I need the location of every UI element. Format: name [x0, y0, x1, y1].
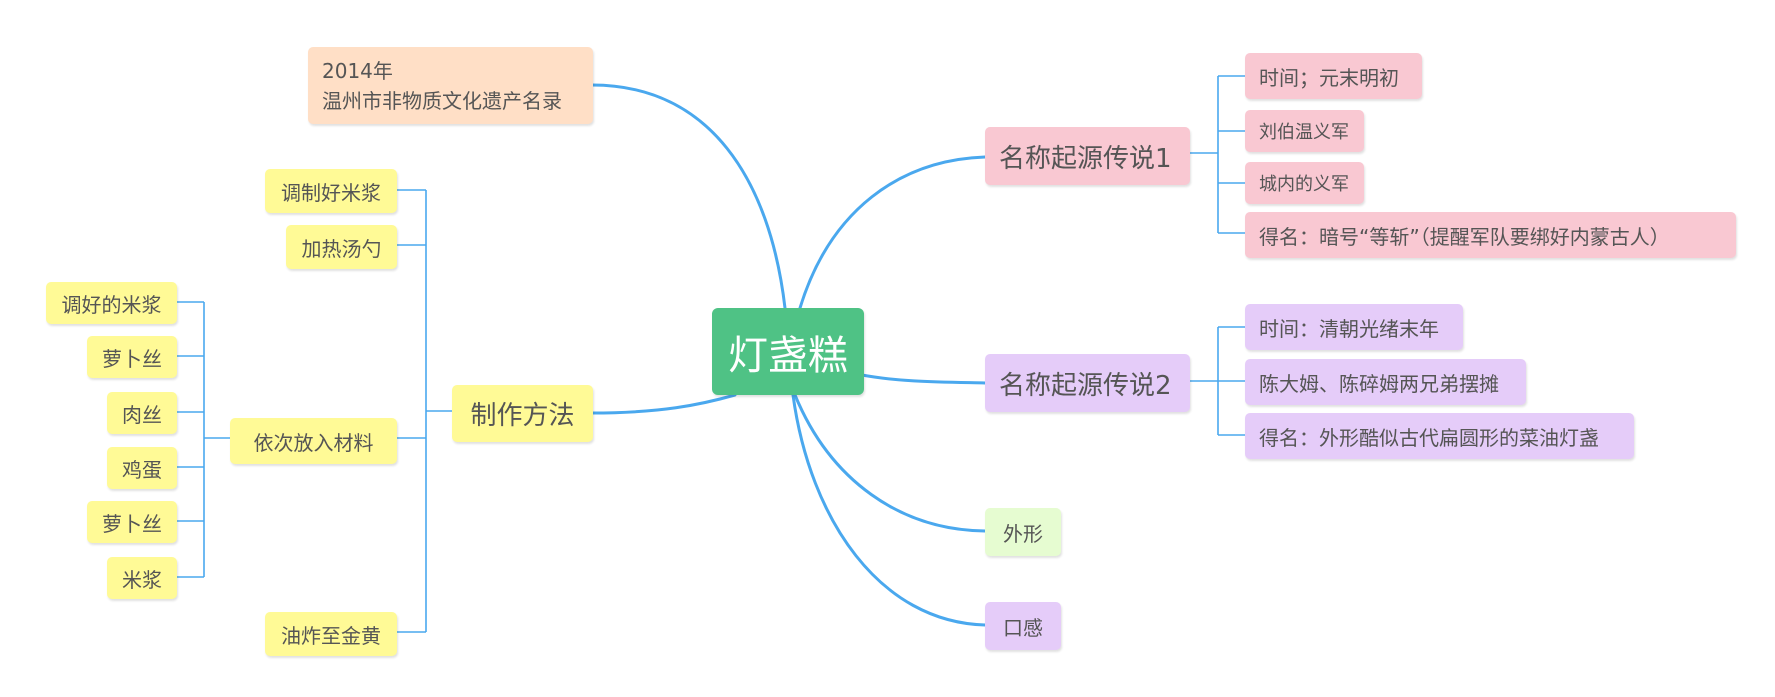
material-rice[interactable]: 米浆: [107, 557, 177, 599]
bracket-method: [397, 189, 452, 633]
link-legend2: [860, 373, 987, 385]
topic-shape[interactable]: 外形: [985, 508, 1061, 556]
material-rice-batter[interactable]: 调好的米浆: [46, 282, 177, 324]
topic-legend2[interactable]: 名称起源传说2: [985, 354, 1190, 412]
material-egg[interactable]: 鸡蛋: [107, 447, 177, 489]
bracket-legend2: [1190, 326, 1245, 436]
legend1-item-army[interactable]: 刘伯温义军: [1245, 110, 1364, 152]
legend2-item-time[interactable]: 时间：清朝光绪末年: [1245, 304, 1463, 350]
method-step-add[interactable]: 依次放入材料: [230, 418, 397, 464]
topic-legend1[interactable]: 名称起源传说1: [985, 127, 1190, 185]
topic-method[interactable]: 制作方法: [452, 385, 593, 442]
legend1-item-time[interactable]: 时间；元末明初: [1245, 53, 1422, 99]
topic-taste[interactable]: 口感: [985, 602, 1061, 650]
heritage-list: 温州市非物质文化遗产名录: [322, 88, 562, 113]
legend2-item-brothers[interactable]: 陈大姆、陈碎姆两兄弟摆摊: [1245, 359, 1526, 405]
material-radish-1[interactable]: 萝卜丝: [87, 336, 177, 378]
material-pork[interactable]: 肉丝: [107, 392, 177, 434]
method-step-mix[interactable]: 调制好米浆: [265, 169, 397, 213]
link-shape: [793, 393, 987, 533]
bracket-materials: [177, 301, 230, 578]
link-taste: [791, 393, 987, 627]
method-step-heat[interactable]: 加热汤勺: [286, 225, 397, 269]
link-heritage: [590, 83, 787, 310]
topic-heritage[interactable]: 2014年 温州市非物质文化遗产名录: [308, 47, 593, 124]
legend1-item-naming[interactable]: 得名：暗号“等斩”（提醒军队要绑好内蒙古人）: [1245, 212, 1736, 258]
legend1-item-city-army[interactable]: 城内的义军: [1245, 162, 1364, 204]
legend2-item-naming[interactable]: 得名：外形酷似古代扁圆形的菜油灯盏: [1245, 413, 1634, 459]
method-step-fry[interactable]: 油炸至金黄: [265, 612, 397, 656]
link-method: [590, 393, 737, 415]
heritage-year: 2014年: [322, 58, 393, 83]
bracket-legend1: [1190, 75, 1245, 234]
central-topic[interactable]: 灯盏糕: [712, 308, 864, 395]
material-radish-2[interactable]: 萝卜丝: [87, 501, 177, 543]
link-legend1: [798, 155, 987, 310]
